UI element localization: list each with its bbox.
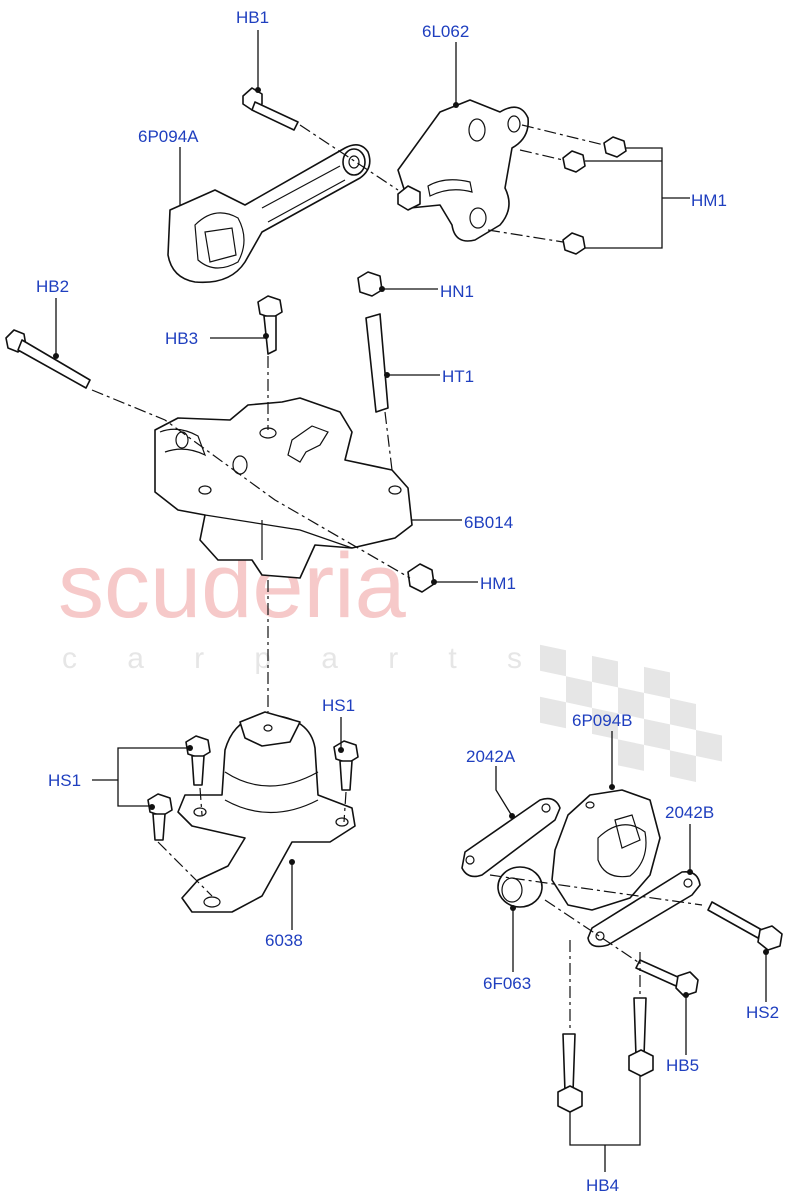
watermark: scuderia c a r p a r t s xyxy=(58,535,722,782)
watermark-tagline: c a r p a r t s xyxy=(62,642,522,675)
nut-hm1-mid xyxy=(407,563,437,593)
label-hs1-right: HS1 xyxy=(322,696,355,715)
label-2042b: 2042B xyxy=(665,803,714,822)
label-hs1-left: HS1 xyxy=(48,771,81,790)
nuts-hm1-top xyxy=(562,136,627,255)
bolt-hb1 xyxy=(242,87,299,131)
label-hb3: HB3 xyxy=(165,329,198,348)
part-labels: HB1 6L062 6P094A HM1 HB2 HN1 HB3 HT1 6B0… xyxy=(36,8,779,1195)
label-hm1-top: HM1 xyxy=(691,191,727,210)
label-hm1-mid: HM1 xyxy=(480,574,516,593)
label-hb4: HB4 xyxy=(586,1176,619,1195)
bracket-6l062 xyxy=(397,99,529,242)
torque-rod-6p094a xyxy=(167,144,371,284)
label-hs2: HS2 xyxy=(746,1003,779,1022)
bolts-hb4 xyxy=(557,997,654,1113)
link-2042a xyxy=(461,797,561,878)
label-hb2: HB2 xyxy=(36,277,69,296)
label-6p094a: 6P094A xyxy=(138,127,199,146)
label-hb1: HB1 xyxy=(236,8,269,27)
label-6f063: 6F063 xyxy=(483,974,531,993)
engine-mount-6038 xyxy=(177,711,356,913)
label-6l062: 6L062 xyxy=(422,22,469,41)
label-6p094b: 6P094B xyxy=(572,711,633,730)
bolts-hs1 xyxy=(147,735,359,841)
label-hb5: HB5 xyxy=(666,1056,699,1075)
nut-hn1 xyxy=(357,271,385,297)
stud-ht1 xyxy=(365,313,390,413)
rear-mount-6p094b xyxy=(551,784,661,911)
bushing-6f063 xyxy=(497,866,543,911)
bolt-hs2 xyxy=(707,901,783,955)
label-2042a: 2042A xyxy=(466,747,516,766)
bolt-hb5 xyxy=(635,959,699,998)
label-ht1: HT1 xyxy=(442,367,474,386)
leader-lines xyxy=(55,30,767,1172)
label-hn1: HN1 xyxy=(440,282,474,301)
label-6b014: 6B014 xyxy=(464,513,513,532)
assembly-lines xyxy=(91,124,703,1032)
bolt-hb3 xyxy=(257,295,283,355)
bolt-hb2 xyxy=(5,329,91,389)
label-6038: 6038 xyxy=(265,931,303,950)
watermark-checker-flag xyxy=(540,644,722,782)
